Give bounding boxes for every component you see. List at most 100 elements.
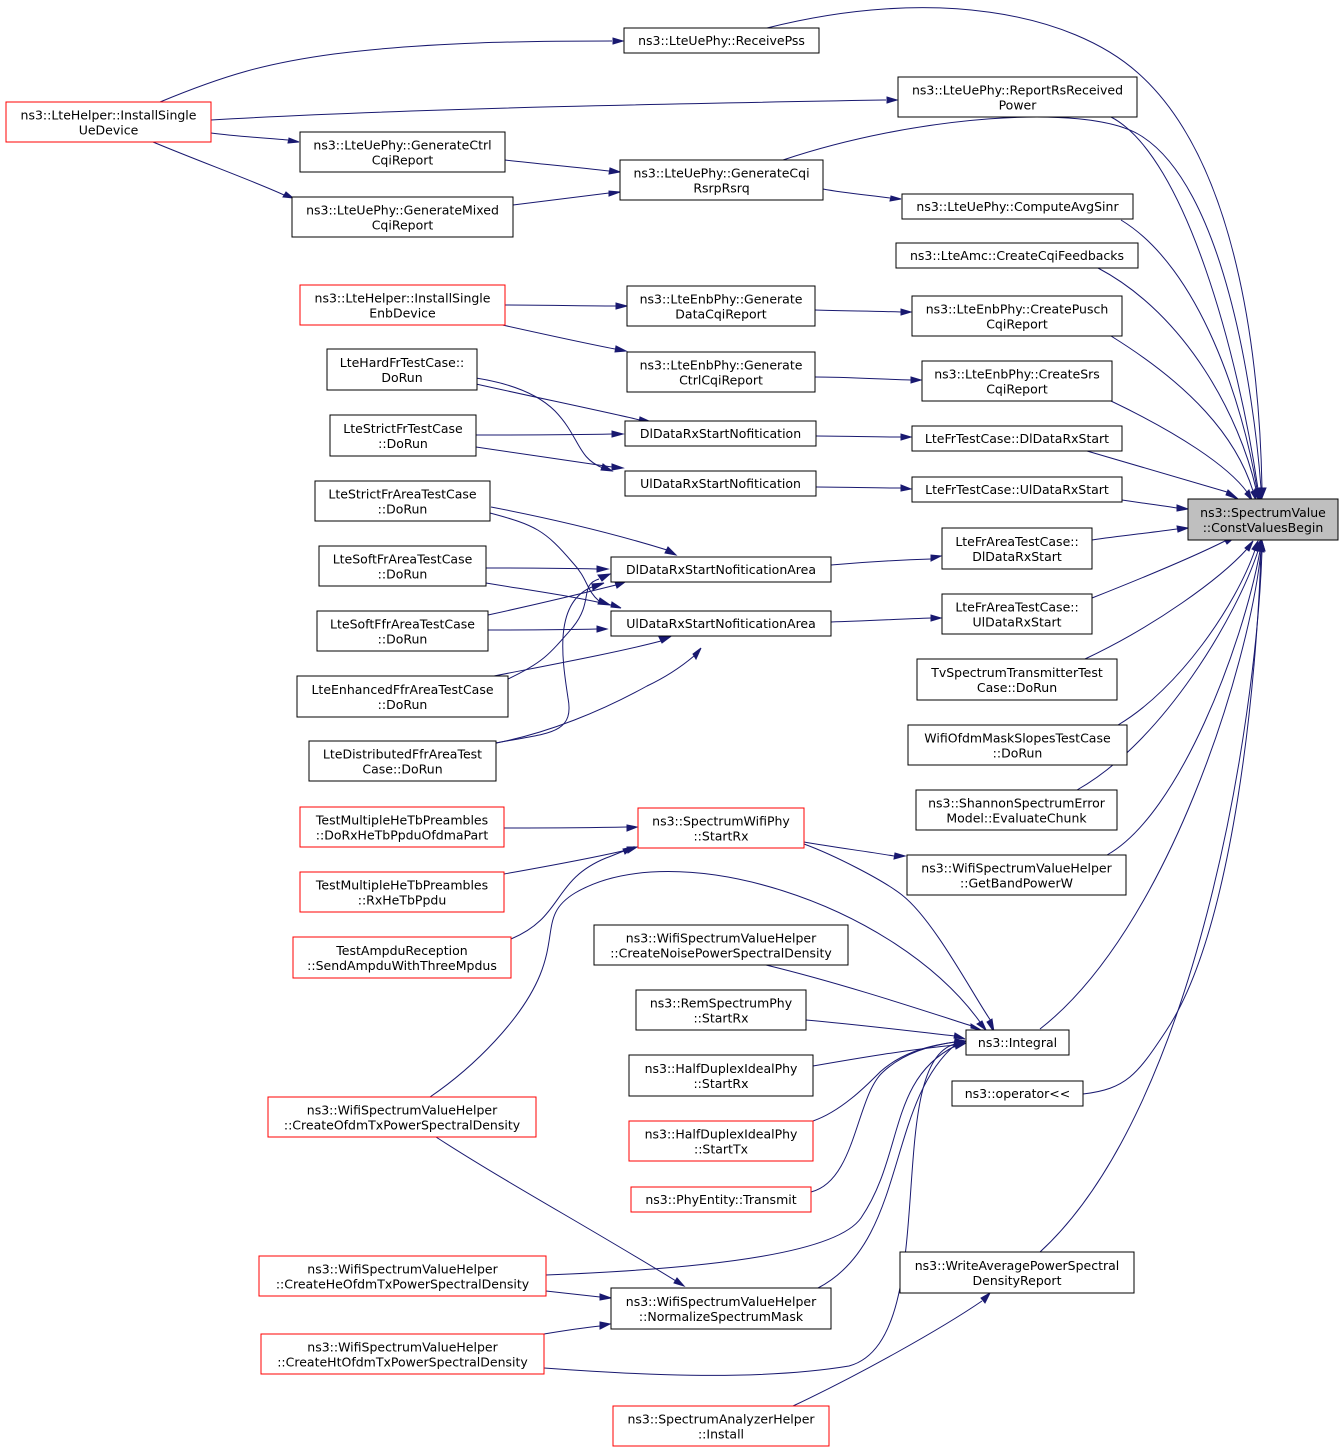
node-frareadl[interactable]: LteFrAreaTestCase::DlDataRxStart xyxy=(941,527,1093,570)
node-receivepss[interactable]: ns3::LteUePhy::ReceivePss xyxy=(623,27,820,54)
node-box xyxy=(299,284,506,326)
edge-arrowhead xyxy=(930,614,943,622)
node-operator[interactable]: ns3::operator<< xyxy=(951,1080,1084,1107)
node-hdstarttx[interactable]: ns3::HalfDuplexIdealPhy::StartTx xyxy=(628,1120,814,1162)
edge-line xyxy=(493,640,662,677)
node-createofdm[interactable]: ns3::WifiSpectrumValueHelper::CreateOfdm… xyxy=(267,1096,537,1138)
node-hdstartrx[interactable]: ns3::HalfDuplexIdealPhy::StartRx xyxy=(628,1054,814,1097)
node-label: LteHardFrTestCase:: xyxy=(340,355,465,370)
edge-arrowhead xyxy=(611,463,625,471)
node-label: CqiReport xyxy=(372,153,434,168)
node-label: ::ConstValuesBegin xyxy=(1203,520,1324,535)
node-phyentity[interactable]: ns3::PhyEntity::Transmit xyxy=(630,1186,812,1213)
node-computeavgsinr[interactable]: ns3::LteUePhy::ComputeAvgSinr xyxy=(901,193,1134,220)
call-edge xyxy=(487,581,627,616)
node-box xyxy=(299,871,505,913)
call-edge xyxy=(490,506,678,556)
call-edge xyxy=(485,582,622,609)
node-label: ::DoRun xyxy=(378,502,428,517)
node-dldatarx[interactable]: DlDataRxStartNofitication xyxy=(624,420,817,447)
node-box xyxy=(1187,498,1339,541)
node-enhancedffr[interactable]: LteEnhancedFfrAreaTestCase::DoRun xyxy=(296,675,509,718)
node-label: ::StartTx xyxy=(694,1142,748,1157)
node-root[interactable]: ns3::SpectrumValue::ConstValuesBegin xyxy=(1187,498,1339,541)
node-label: ::StartRx xyxy=(693,829,748,844)
node-label: CqiReport xyxy=(986,382,1048,397)
node-label: LteEnhancedFfrAreaTestCase xyxy=(311,682,493,697)
node-box xyxy=(299,131,506,173)
node-label: LteFrAreaTestCase:: xyxy=(955,600,1078,615)
edge-line xyxy=(766,7,1263,489)
call-edge xyxy=(429,871,988,1098)
edge-line xyxy=(830,558,932,566)
node-softfrarea[interactable]: LteSoftFrAreaTestCase::DoRun xyxy=(318,545,487,587)
node-shannon[interactable]: ns3::ShannonSpectrumErrorModel::Evaluate… xyxy=(915,789,1118,831)
edge-line xyxy=(1039,550,1263,1253)
call-edge xyxy=(1120,219,1261,500)
node-box xyxy=(624,470,817,497)
node-box xyxy=(612,1405,830,1447)
node-createht[interactable]: ns3::WifiSpectrumValueHelper::CreateHtOf… xyxy=(260,1333,545,1375)
node-frdl[interactable]: LteFrTestCase::DlDataRxStart xyxy=(911,425,1123,452)
edge-arrowhead xyxy=(614,345,628,353)
edge-line xyxy=(489,512,600,602)
node-normalize[interactable]: ns3::WifiSpectrumValueHelper::NormalizeS… xyxy=(610,1287,832,1330)
node-hardfr[interactable]: LteHardFrTestCase::DoRun xyxy=(326,348,478,391)
node-label: ::DoRun xyxy=(378,567,428,582)
node-uldatarx[interactable]: UlDataRxStartNofitication xyxy=(624,470,817,497)
edge-arrowhead xyxy=(611,430,625,438)
edge-arrowhead xyxy=(953,1032,966,1040)
node-box xyxy=(965,1029,1070,1056)
call-edge xyxy=(504,159,622,175)
node-softffrarea[interactable]: LteSoftFfrAreaTestCase::DoRun xyxy=(316,610,489,652)
node-label: LteStrictFrTestCase xyxy=(343,421,463,436)
node-frareaul[interactable]: LteFrAreaTestCase::UlDataRxStart xyxy=(941,593,1093,635)
edge-arrowhead xyxy=(692,647,702,661)
edge-arrowhead xyxy=(900,308,913,316)
node-label: Power xyxy=(999,98,1038,113)
node-createcqifb[interactable]: ns3::LteAmc::CreateCqiFeedbacks xyxy=(895,242,1139,269)
node-label: ns3::HalfDuplexIdealPhy xyxy=(645,1061,798,1076)
node-dlarea[interactable]: DlDataRxStartNofiticationArea xyxy=(610,556,832,583)
call-edge xyxy=(512,190,621,206)
node-wifiofdmmask[interactable]: WifiOfdmMaskSlopesTestCase::DoRun xyxy=(907,724,1128,766)
node-label: ns3::WifiSpectrumValueHelper xyxy=(307,1262,498,1277)
node-strictfrarea[interactable]: LteStrictFrAreaTestCase::DoRun xyxy=(314,480,491,522)
node-createnoise[interactable]: ns3::WifiSpectrumValueHelper::CreateNois… xyxy=(593,924,849,966)
edge-line xyxy=(1086,450,1228,493)
node-ampdu[interactable]: TestAmpduReception::SendAmpduWithThreeMp… xyxy=(292,936,512,979)
edge-line xyxy=(815,486,902,489)
node-spectrumwifi[interactable]: ns3::SpectrumWifiPhy::StartRx xyxy=(637,807,805,849)
edge-line xyxy=(1110,335,1254,492)
call-edge xyxy=(830,614,943,623)
node-strictfr[interactable]: LteStrictFrTestCase::DoRun xyxy=(329,414,477,457)
node-label: LteDistributedFfrAreaTest xyxy=(323,747,482,762)
node-integral[interactable]: ns3::Integral xyxy=(965,1029,1070,1056)
edge-line xyxy=(475,433,613,436)
node-frul[interactable]: LteFrTestCase::UlDataRxStart xyxy=(911,476,1123,503)
edge-arrowhead xyxy=(596,625,609,633)
edge-arrowhead xyxy=(610,601,622,609)
node-writeavg[interactable]: ns3::WriteAveragePowerSpectralDensityRep… xyxy=(899,1251,1135,1294)
node-box xyxy=(628,1054,814,1097)
node-ularea[interactable]: UlDataRxStartNofiticationArea xyxy=(610,610,832,637)
node-box xyxy=(610,1287,832,1330)
node-remspectrum[interactable]: ns3::RemSpectrumPhy::StartRx xyxy=(635,989,807,1031)
node-analyzer[interactable]: ns3::SpectrumAnalyzerHelper::Install xyxy=(612,1405,830,1447)
node-multihe2[interactable]: TestMultipleHeTbPreambles::RxHeTbPpdu xyxy=(299,871,505,913)
node-getbandpower[interactable]: ns3::WifiSpectrumValueHelper::GetBandPow… xyxy=(906,854,1127,896)
node-multihe1[interactable]: TestMultipleHeTbPreambles::DoRxHeTbPpduO… xyxy=(299,806,505,848)
node-createhe[interactable]: ns3::WifiSpectrumValueHelper::CreateHeOf… xyxy=(258,1255,547,1297)
